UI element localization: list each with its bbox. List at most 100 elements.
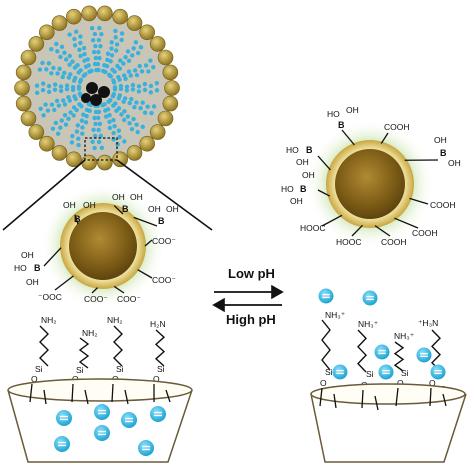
- pore-cargo-dot: [108, 59, 113, 64]
- si-o-bond: [84, 389, 89, 405]
- ion-body: [374, 344, 390, 360]
- si-o-bond: [124, 389, 129, 405]
- pore-cargo-dot: [142, 87, 148, 93]
- pore-cargo-dot: [71, 105, 77, 110]
- pore-cargo-dot: [93, 55, 99, 61]
- pore-rim: [310, 383, 466, 405]
- pore-cargo-dot: [34, 83, 40, 88]
- pore-cargo-dot: [122, 109, 127, 114]
- pore-cargo-dot: [108, 74, 113, 79]
- pore-cargo-dot: [119, 31, 125, 36]
- alkyl-chain: [113, 325, 123, 367]
- gold-nanoparticle: [162, 64, 179, 81]
- pore-cargo-dot: [57, 66, 62, 72]
- boronic-acid-right-cap: HO OH B HO B OH OH HO B OH OH B OH: [281, 105, 461, 206]
- si-label: Si: [366, 369, 374, 379]
- gold-nanoparticle: [66, 8, 82, 25]
- pore-cargo-dot: [59, 118, 64, 123]
- carboxyl-label: HOOC: [336, 237, 362, 247]
- released-ions: [318, 288, 446, 380]
- pore-cargo-dot: [77, 91, 83, 96]
- ion-body: [150, 406, 166, 422]
- pore-cargo-dot: [51, 65, 56, 71]
- ligand-bond: [113, 205, 124, 215]
- ligand-bond: [54, 275, 74, 291]
- pore-cargo-dot: [82, 52, 87, 57]
- pore-cargo-dot: [136, 89, 142, 94]
- pore-cargo-dot: [148, 90, 154, 95]
- gold-nanoparticle: [66, 151, 82, 168]
- pore-cargo-dot: [66, 95, 71, 100]
- oh-label: OH: [166, 204, 179, 214]
- negative-ion-icon: [332, 364, 348, 380]
- pore-cargo-dot: [137, 63, 142, 69]
- gold-nanoparticle: [15, 64, 32, 81]
- carboxyl-label: COOH: [384, 122, 410, 132]
- ligand-bond: [351, 224, 363, 237]
- pore-cargo-dot: [104, 114, 109, 119]
- mesopore-channels: [34, 25, 160, 151]
- pore-cargo-dot: [130, 82, 136, 88]
- gold-nanoparticle: [97, 5, 113, 22]
- gold-nanoparticle: [126, 145, 143, 161]
- pore-cargo-dot: [111, 130, 116, 136]
- pore-cargo-dot: [55, 71, 60, 76]
- pore-cargo-dot: [130, 87, 136, 92]
- pore-cargo-dot: [54, 41, 59, 47]
- o-label: O: [320, 378, 327, 388]
- ho-label: HO: [327, 109, 340, 119]
- si-label: Si: [157, 364, 165, 374]
- ion-body: [362, 290, 378, 306]
- gold-nanoparticle: [162, 95, 179, 112]
- gold-nanoparticle: [15, 95, 32, 112]
- pore-cargo-dot: [117, 134, 122, 140]
- ligand-bond: [321, 214, 343, 227]
- gold-cap-right: [306, 120, 439, 248]
- gold-nanoparticle: [51, 15, 68, 31]
- si-o-bond: [429, 387, 432, 407]
- pore-cargo-dot: [96, 127, 101, 133]
- pore-cargo-dot: [58, 84, 64, 89]
- gold-nanoparticle: [164, 80, 180, 96]
- pore-cargo-dot: [113, 28, 118, 34]
- gold-nanoparticle: [14, 80, 30, 96]
- pore-cargo-dot: [52, 87, 58, 92]
- si-label: Si: [116, 364, 124, 374]
- gold-nanoparticle: [139, 24, 155, 41]
- pore-cargo-dot: [105, 51, 111, 56]
- ammonium-label: NH₃⁺: [325, 310, 346, 320]
- pore-cargo-dot: [89, 68, 94, 74]
- ammonium-label: NH₃⁺: [358, 319, 379, 329]
- pore-cargo-dot: [154, 80, 160, 86]
- ammonium-label: ⁺H₃N: [418, 318, 438, 328]
- oh-label: OH: [302, 170, 315, 180]
- pore-cargo-dot: [67, 98, 72, 103]
- pore-cargo-dot: [90, 37, 96, 43]
- pore-cargo-dot: [148, 83, 154, 89]
- ion-body: [430, 364, 446, 380]
- oh-label: OH: [130, 192, 143, 202]
- pore-cargo-dot: [125, 114, 131, 119]
- pore-cargo-dot: [113, 35, 118, 40]
- pore-cargo-dot: [92, 133, 98, 139]
- pore-cargo-dot: [66, 75, 72, 80]
- pore-cargo-dot: [106, 99, 111, 104]
- pore-cargo-dot: [100, 102, 105, 108]
- pore-cargo-dot: [68, 110, 73, 115]
- pore-cargo-dot: [76, 84, 82, 89]
- si-o-bond: [361, 389, 364, 409]
- amine-label: NH₂: [107, 315, 123, 325]
- surface-bonds-right: [319, 387, 447, 411]
- si-o-bond: [165, 389, 171, 403]
- pore-cargo-dot: [114, 42, 120, 47]
- pore-cargo-dot: [80, 131, 85, 136]
- boron-label: B: [34, 263, 41, 273]
- pore-cargo-dot: [139, 69, 145, 74]
- pore-cargo-dot: [62, 50, 67, 55]
- pore-cargo-dot: [70, 133, 75, 139]
- pore-cargo-dot: [82, 58, 87, 63]
- amine-label: NH₂: [41, 315, 57, 325]
- ion-body: [56, 410, 72, 426]
- pore-cargo-dot: [84, 107, 90, 112]
- pore-cargo-dot: [123, 54, 128, 60]
